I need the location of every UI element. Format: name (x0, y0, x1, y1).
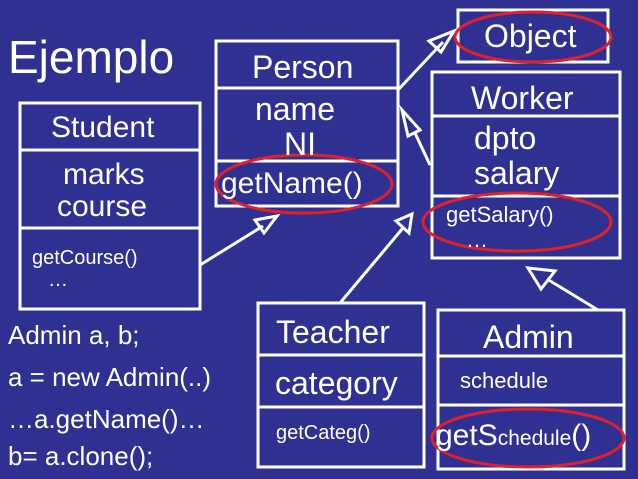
worker-class-name: Worker (471, 80, 574, 116)
person-method-getname: getName() (221, 167, 363, 200)
code-line-1: Admin a, b; (8, 320, 140, 350)
admin-method-prefix: getS (436, 419, 498, 452)
inheritance-arrow-student-person (199, 213, 281, 267)
person-attr-ni: NI (284, 126, 316, 162)
student-attr-course: course (57, 190, 148, 223)
worker-ellipsis: … (466, 227, 488, 252)
inheritance-arrow-person-object (396, 27, 458, 92)
admin-class-name: Admin (483, 319, 574, 355)
admin-attr-schedule: schedule (460, 368, 549, 393)
highlight-object (453, 10, 613, 64)
student-box (18, 101, 202, 311)
admin-method-mid: chedule (497, 427, 572, 450)
slide-title: Ejemplo (8, 31, 175, 83)
person-class-name: Person (252, 49, 354, 85)
student-method-getcourse: getCourse() (32, 247, 138, 269)
worker-method-getsalary: getSalary() (446, 202, 554, 227)
inheritance-arrow-admin-worker (525, 266, 599, 312)
admin-box (436, 308, 626, 471)
highlight-getschedule (430, 407, 626, 469)
worker-attr-dpto: dpto (474, 120, 537, 156)
code-line-3: …a.getName()… (8, 404, 205, 434)
inheritance-arrow-teacher-worker (338, 211, 414, 304)
teacher-attr-category: category (275, 365, 398, 401)
admin-method-suffix: () (571, 419, 592, 452)
person-attr-name: name (255, 91, 336, 127)
student-attr-marks: marks (63, 158, 145, 191)
highlight-getsalary (421, 191, 613, 253)
object-class-name: Object (484, 18, 577, 54)
code-line-2: a = new Admin(..) (8, 362, 212, 392)
teacher-method-getcateg: getCateg() (276, 422, 371, 444)
student-class-name: Student (51, 111, 155, 144)
worker-box (430, 70, 622, 260)
teacher-class-name: Teacher (276, 314, 390, 350)
inheritance-arrow-worker-person (399, 104, 432, 166)
student-ellipsis: … (48, 269, 68, 291)
highlight-getname (214, 153, 394, 215)
code-line-4: b= a.clone(); (8, 441, 154, 471)
admin-method-getschedule: getSchedule() (436, 421, 591, 451)
worker-attr-salary: salary (474, 155, 560, 191)
